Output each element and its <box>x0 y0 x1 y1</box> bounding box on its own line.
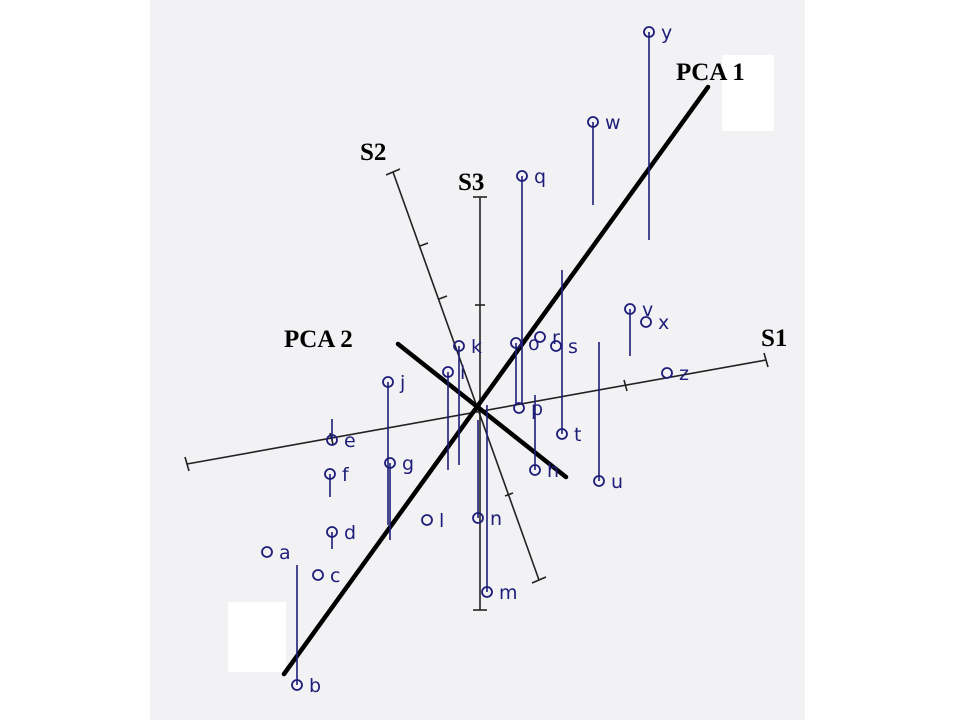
point-b-marker <box>291 679 303 691</box>
point-q: q <box>516 166 546 405</box>
point-a-marker <box>261 546 273 558</box>
pca2-line <box>395 341 569 480</box>
point-r-label: r <box>552 327 560 349</box>
point-t: t <box>556 270 581 446</box>
point-r: r <box>534 327 560 349</box>
s2-axis <box>385 168 547 584</box>
point-g: g <box>384 453 414 540</box>
point-c: c <box>312 565 340 587</box>
point-e-label: e <box>344 430 356 452</box>
point-a: a <box>261 542 291 564</box>
point-v: v <box>624 299 653 356</box>
point-i-marker <box>442 366 454 378</box>
point-d: d <box>326 522 356 549</box>
point-u-label: u <box>611 471 623 493</box>
point-k: k <box>453 336 482 465</box>
point-b: b <box>291 565 321 697</box>
point-l: l <box>421 510 444 532</box>
point-w: w <box>587 112 621 205</box>
point-x: x <box>640 312 669 334</box>
point-x-marker <box>640 316 652 328</box>
point-d-label: d <box>344 522 356 544</box>
point-k-marker <box>453 340 465 352</box>
point-l-marker <box>421 514 433 526</box>
point-m-label: m <box>499 582 518 604</box>
point-i-label: i <box>460 362 465 384</box>
point-g-label: g <box>402 453 414 475</box>
point-v-label: v <box>642 299 653 321</box>
point-f-marker <box>324 468 336 480</box>
point-w-marker <box>587 116 599 128</box>
point-v-marker <box>624 303 636 315</box>
point-g-marker <box>384 457 396 469</box>
s3-label: S3 <box>458 169 484 196</box>
point-z-marker <box>661 367 673 379</box>
point-c-label: c <box>330 565 340 587</box>
pca2-label: PCA 2 <box>284 326 353 353</box>
point-j-marker <box>382 376 394 388</box>
point-f-label: f <box>342 464 350 486</box>
point-w-label: w <box>605 112 621 134</box>
point-i: i <box>442 362 465 470</box>
s1-label: S1 <box>761 325 787 352</box>
point-j: j <box>382 372 405 525</box>
point-p-marker <box>513 402 525 414</box>
point-e: e <box>326 419 356 452</box>
point-a-label: a <box>279 542 291 564</box>
plot-panel <box>150 0 805 720</box>
point-f: f <box>324 464 350 497</box>
point-o-marker <box>510 337 522 349</box>
point-k-label: k <box>471 336 482 358</box>
point-p: p <box>513 398 543 420</box>
point-z-label: z <box>679 363 689 385</box>
point-t-label: t <box>574 424 581 446</box>
point-y-marker <box>643 26 655 38</box>
point-o-label: o <box>528 333 540 355</box>
label-patch-pca1 <box>722 55 774 131</box>
point-p-label: p <box>531 398 543 420</box>
point-l-label: l <box>439 510 444 532</box>
point-s: s <box>550 336 578 358</box>
point-r-marker <box>534 331 546 343</box>
point-m: m <box>481 405 518 604</box>
point-o: o <box>510 333 540 405</box>
point-s-label: s <box>568 336 578 358</box>
pca1-line <box>281 84 711 677</box>
point-c-marker <box>312 569 324 581</box>
point-u-marker <box>593 475 605 487</box>
point-z: z <box>661 363 689 385</box>
point-n-marker <box>472 512 484 524</box>
point-q-marker <box>516 170 528 182</box>
point-h-marker <box>529 464 541 476</box>
pca1-label: PCA 1 <box>676 59 745 86</box>
point-q-label: q <box>534 166 546 188</box>
point-d-marker <box>326 526 338 538</box>
point-u: u <box>593 342 623 493</box>
point-n: n <box>472 420 502 530</box>
point-e-marker <box>326 434 338 446</box>
point-s-marker <box>550 340 562 352</box>
point-y-label: y <box>661 22 672 44</box>
label-patch-corner <box>228 602 286 672</box>
s2-label: S2 <box>360 139 386 166</box>
point-n-label: n <box>490 508 502 530</box>
point-b-label: b <box>309 675 321 697</box>
point-h: h <box>529 395 559 482</box>
point-m-marker <box>481 586 493 598</box>
point-j-label: j <box>399 372 405 394</box>
point-t-marker <box>556 428 568 440</box>
point-x-label: x <box>658 312 669 334</box>
point-y: y <box>643 22 672 240</box>
point-h-label: h <box>547 460 559 482</box>
